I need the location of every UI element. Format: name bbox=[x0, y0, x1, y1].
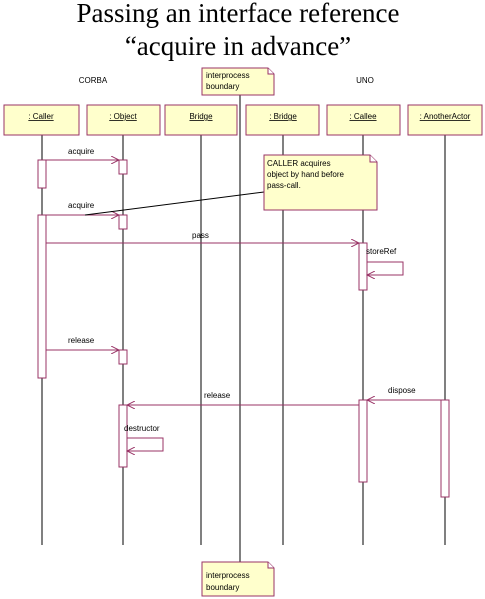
message-release-2-label: release bbox=[204, 391, 231, 400]
actor-bridge-left-label: Bridge bbox=[189, 112, 213, 121]
actor-another-actor: : AnotherActor bbox=[407, 104, 483, 136]
activation-callee-2 bbox=[358, 399, 368, 483]
boundary-note-top-line-2: boundary bbox=[206, 82, 239, 91]
caller-note-line-2: object by hand before bbox=[267, 170, 344, 179]
actor-object: : Object bbox=[86, 104, 161, 136]
message-acquire-1-label: acquire bbox=[68, 147, 95, 156]
actor-caller: : Caller bbox=[3, 104, 80, 136]
message-dispose-label: dispose bbox=[388, 386, 416, 395]
actor-callee: : Callee bbox=[326, 104, 401, 136]
actor-bridge-left: Bridge bbox=[164, 104, 238, 136]
activation-another-actor-1 bbox=[440, 399, 450, 498]
boundary-note-bottom: interprocess boundary bbox=[201, 561, 275, 597]
message-destructor bbox=[127, 437, 164, 451]
region-label-corba: CORBA bbox=[79, 76, 108, 85]
actor-object-label: : Object bbox=[109, 112, 137, 121]
actor-bridge-right-label: : Bridge bbox=[269, 112, 297, 121]
activation-object-2 bbox=[118, 214, 128, 230]
message-release-1-label: release bbox=[68, 336, 95, 345]
activation-caller-2 bbox=[37, 214, 47, 379]
activation-object-3 bbox=[118, 349, 128, 365]
boundary-note-bottom-line-1: interprocess bbox=[206, 571, 250, 580]
activation-callee-1 bbox=[358, 242, 368, 291]
title-line-1: Passing an interface reference bbox=[76, 0, 399, 28]
actor-bridge-right: : Bridge bbox=[245, 104, 320, 136]
caller-note: CALLER acquires object by hand before pa… bbox=[263, 154, 378, 211]
actor-callee-label: : Callee bbox=[349, 112, 377, 121]
boundary-note-top: interprocess boundary bbox=[201, 67, 275, 96]
caller-note-connector bbox=[84, 191, 265, 216]
activation-caller-1 bbox=[37, 159, 47, 189]
boundary-note-top-line-1: interprocess bbox=[206, 71, 250, 80]
message-store-ref-label: storeRef bbox=[366, 247, 397, 256]
actor-caller-label: : Caller bbox=[28, 112, 54, 121]
actor-another-actor-label: : AnotherActor bbox=[420, 112, 471, 121]
message-destructor-label: destructor bbox=[124, 424, 160, 433]
boundary-note-bottom-line-2: boundary bbox=[206, 583, 239, 592]
activation-object-4 bbox=[118, 404, 128, 468]
caller-note-line-1: CALLER acquires bbox=[267, 159, 331, 168]
activation-object-1 bbox=[118, 159, 128, 175]
message-pass-label: pass bbox=[192, 231, 209, 240]
region-label-uno: UNO bbox=[356, 76, 374, 85]
message-acquire-2-label: acquire bbox=[68, 201, 95, 210]
title-line-2: “acquire in advance” bbox=[125, 31, 351, 61]
caller-note-line-3: pass-call. bbox=[267, 181, 301, 190]
message-store-ref bbox=[367, 261, 404, 275]
